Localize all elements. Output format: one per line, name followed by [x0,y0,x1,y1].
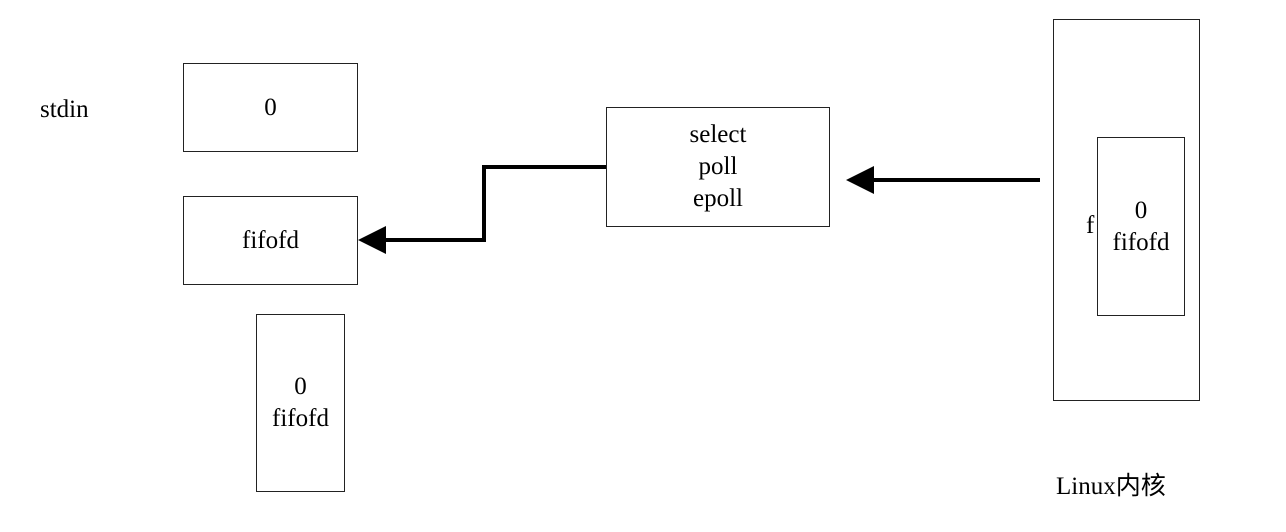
kernel-inner-line2: fifofd [1112,228,1170,256]
fifofd-box: fifofd [183,196,358,285]
kernel-inner-box: 0 fifofd [1097,137,1185,316]
stdin-label: stdin [40,96,89,123]
select-arrowhead [846,166,874,194]
stdin-fd-text: 0 [264,93,277,121]
wait-to-fifofd-line [382,165,611,242]
multiplexer-select: select [689,121,747,148]
kernel-partial-text: f [1086,212,1095,239]
multiplexer-box: select poll epoll [606,107,830,227]
fd-stack-line1: 0 [294,373,307,400]
kernel-inner-line1: 0 [1134,196,1148,224]
fifofd-text: fifofd [242,226,299,254]
fifofd-arrowhead [358,226,386,254]
fd-stack-box: 0 fifofd [256,314,345,492]
stdin-fd-box: 0 [183,63,358,152]
kernel-label: Linux内核 [1056,473,1166,500]
fd-stack-line2: fifofd [272,405,329,432]
multiplexer-epoll: epoll [693,185,743,212]
multiplexer-poll: poll [698,153,738,180]
